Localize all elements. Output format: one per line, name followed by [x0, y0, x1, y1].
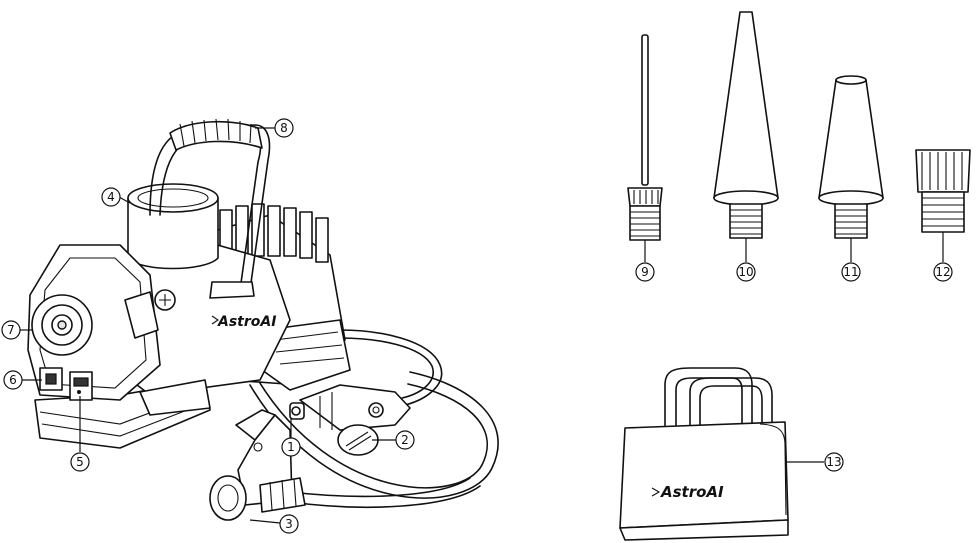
- cylinder-cap: [127, 183, 219, 270]
- carry-handle: [149, 118, 271, 299]
- callout-3-label: 3: [285, 517, 293, 531]
- callout-10: 10: [736, 262, 756, 282]
- front-housing: [27, 244, 161, 401]
- power-switch: [69, 371, 93, 401]
- storage-bag: AstroAI: [619, 367, 789, 541]
- callout-4-label: 4: [107, 190, 115, 204]
- large-cone-adapter: [713, 11, 779, 239]
- callout-3: 3: [279, 514, 299, 534]
- callout-2-label: 2: [401, 433, 409, 447]
- bag-brand-logo: AstroAI: [660, 483, 724, 501]
- callout-9-label: 9: [641, 265, 649, 279]
- callout-6: 6: [3, 370, 23, 390]
- callout-11-label: 11: [843, 265, 858, 279]
- callout-13: 13: [824, 452, 844, 472]
- callout-12-label: 12: [935, 265, 950, 279]
- callout-11: 11: [841, 262, 861, 282]
- callout-8-label: 8: [280, 121, 288, 135]
- air-compressor: AstroAI: [27, 118, 351, 449]
- callout-6-label: 6: [9, 373, 17, 387]
- power-cord: [339, 329, 443, 406]
- callout-5: 5: [70, 452, 90, 472]
- air-hose: [249, 371, 499, 508]
- callout-5-label: 5: [76, 455, 84, 469]
- needle-adapter: [627, 34, 663, 241]
- valve-adapter: [915, 149, 971, 233]
- callout-7-label: 7: [7, 323, 15, 337]
- callout-12: 12: [933, 262, 953, 282]
- callout-1: 1: [281, 437, 301, 457]
- callout-9: 9: [635, 262, 655, 282]
- callout-1-label: 1: [287, 440, 295, 454]
- callout-13-label: 13: [826, 455, 841, 469]
- callout-8: 8: [274, 118, 294, 138]
- callout-2: 2: [395, 430, 415, 450]
- small-cone-adapter: [818, 75, 884, 239]
- compressor-brand-logo: AstroAI: [217, 314, 276, 330]
- led-light: [39, 367, 63, 391]
- cigarette-lighter-plug: [289, 384, 411, 456]
- pressure-gauge: [31, 294, 93, 356]
- callout-7: 7: [1, 320, 21, 340]
- callout-4: 4: [101, 187, 121, 207]
- leader-lines: [20, 127, 944, 524]
- chuck-connector: [209, 409, 306, 521]
- callout-10-label: 10: [738, 265, 753, 279]
